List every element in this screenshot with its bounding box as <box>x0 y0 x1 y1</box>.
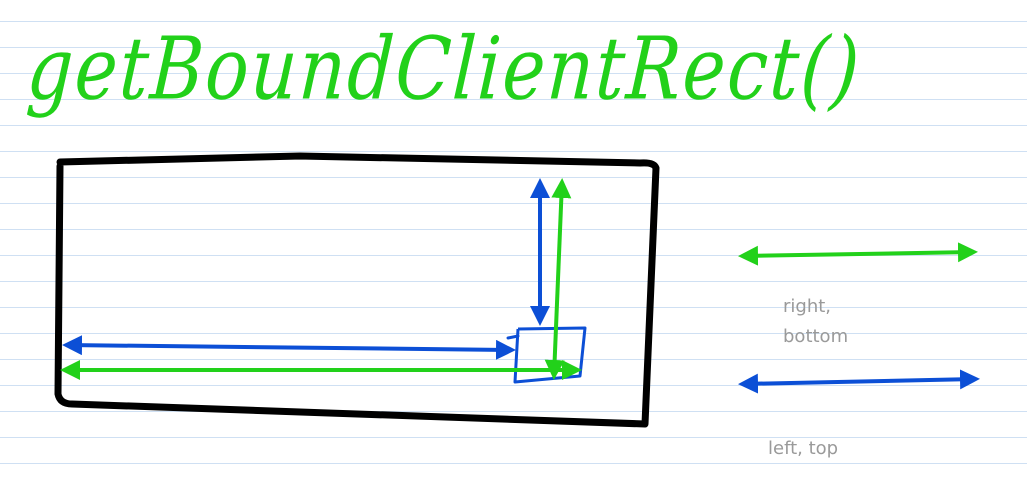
element-box <box>513 326 587 384</box>
legend-blue-arrow <box>738 369 980 394</box>
legend-left-top-label: left, top <box>768 438 839 459</box>
green-bottom-arrow <box>544 178 572 380</box>
legend-green-arrow <box>738 242 978 266</box>
legend-right-label: right, <box>783 296 832 317</box>
viewport-box <box>54 152 660 428</box>
legend-bottom-label: bottom <box>783 325 849 347</box>
blue-left-arrow <box>62 335 516 360</box>
legend-right-bottom-label: right, bottom <box>783 297 848 357</box>
element-box-corner <box>506 334 520 340</box>
